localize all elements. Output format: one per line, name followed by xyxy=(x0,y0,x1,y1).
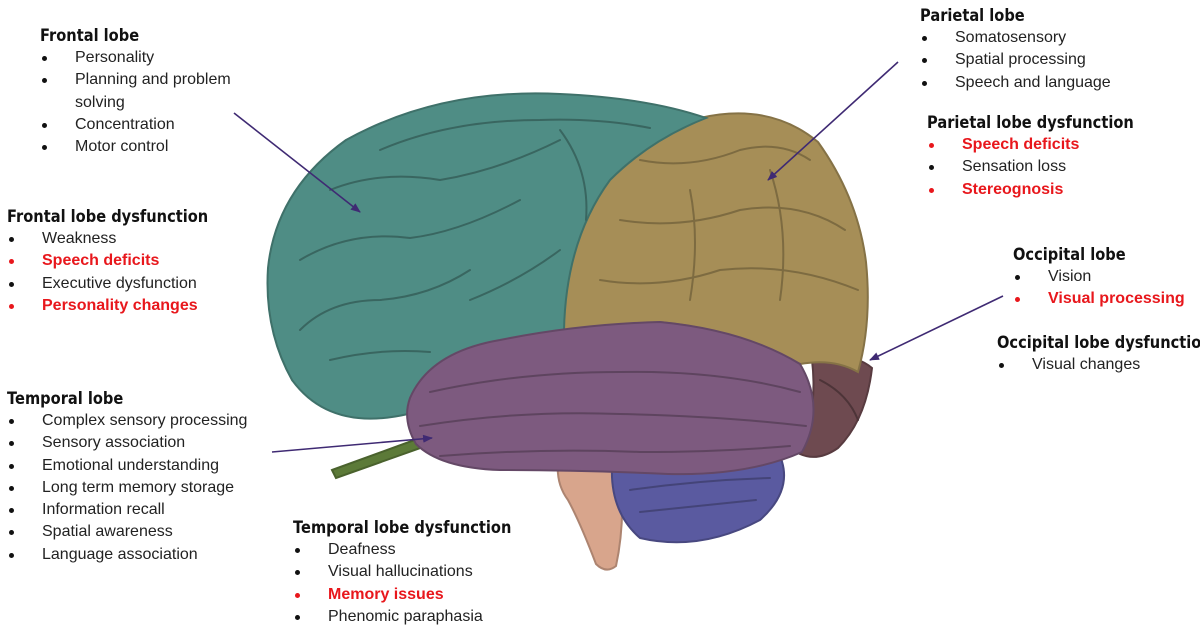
frontal-dysfunction-title: Frontal lobe dysfunction xyxy=(7,207,209,227)
list-item: Language association xyxy=(7,544,297,566)
parietal-lobe-title: Parietal lobe xyxy=(920,6,1025,26)
list-item: Somatosensory xyxy=(920,27,1160,49)
list-item: Sensory association xyxy=(7,432,297,454)
frontal-lobe-title: Frontal lobe xyxy=(40,26,140,46)
temporal-dysfunction-title: Temporal lobe dysfunction xyxy=(293,518,512,538)
temporal-dysfunction-block: Temporal lobe dysfunction Deafness Visua… xyxy=(293,517,553,628)
list-item: Visual processing xyxy=(1013,288,1198,310)
list-item: Vision xyxy=(1013,266,1198,288)
list-item: Stereognosis xyxy=(927,179,1167,201)
list-item: Information recall xyxy=(7,499,297,521)
list-item: Long term memory storage xyxy=(7,477,297,499)
parietal-lobe-arrow xyxy=(767,61,899,181)
temporal-lobe-title: Temporal lobe xyxy=(7,389,124,409)
frontal-lobe-block: Frontal lobe Personality Planning and pr… xyxy=(40,25,280,158)
list-item: Visual hallucinations xyxy=(293,561,553,583)
temporal-dysfunction-list: Deafness Visual hallucinations Memory is… xyxy=(293,539,553,628)
list-item: Weakness xyxy=(7,228,267,250)
parietal-dysfunction-block: Parietal lobe dysfunction Speech deficit… xyxy=(927,112,1167,201)
parietal-dysfunction-list: Speech deficits Sensation loss Stereogno… xyxy=(927,134,1167,201)
list-item: Planning and problem solving xyxy=(40,69,280,114)
list-item: Speech deficits xyxy=(7,250,267,272)
list-item: Speech deficits xyxy=(927,134,1167,156)
temporal-lobe-arrow xyxy=(271,434,433,453)
list-item: Concentration xyxy=(40,114,280,136)
occipital-lobe-title: Occipital lobe xyxy=(1013,245,1126,265)
frontal-dysfunction-block: Frontal lobe dysfunction Weakness Speech… xyxy=(7,206,267,317)
list-item: Emotional understanding xyxy=(7,455,297,477)
frontal-dysfunction-list: Weakness Speech deficits Executive dysfu… xyxy=(7,228,267,317)
list-item: Personality xyxy=(40,47,280,69)
brain-folds xyxy=(299,118,859,513)
list-item: Personality changes xyxy=(7,295,267,317)
temporal-lobe-list: Complex sensory processing Sensory assoc… xyxy=(7,410,297,566)
list-item: Motor control xyxy=(40,136,280,158)
occipital-lobe-arrow xyxy=(869,295,1004,361)
arrows xyxy=(233,61,1004,453)
frontal-lobe xyxy=(266,92,709,420)
list-item: Phenomic paraphasia xyxy=(293,606,553,628)
occipital-dysfunction-list: Visual changes xyxy=(997,354,1197,376)
list-item: Deafness xyxy=(293,539,553,561)
list-item: Sensation loss xyxy=(927,156,1167,178)
list-item: Visual changes xyxy=(997,354,1197,376)
occipital-dysfunction-title: Occipital lobe dysfunction xyxy=(997,333,1200,353)
occipital-lobe-list: Vision Visual processing xyxy=(1013,266,1198,311)
list-item: Spatial processing xyxy=(920,49,1160,71)
list-item: Executive dysfunction xyxy=(7,273,267,295)
temporal-lobe-block: Temporal lobe Complex sensory processing… xyxy=(7,388,297,566)
parietal-dysfunction-title: Parietal lobe dysfunction xyxy=(927,113,1134,133)
parietal-lobe-list: Somatosensory Spatial processing Speech … xyxy=(920,27,1160,94)
parietal-lobe-block: Parietal lobe Somatosensory Spatial proc… xyxy=(920,5,1160,94)
occipital-dysfunction-block: Occipital lobe dysfunction Visual change… xyxy=(997,332,1200,376)
list-item: Complex sensory processing xyxy=(7,410,297,432)
list-item: Memory issues xyxy=(293,584,553,606)
list-item: Speech and language xyxy=(920,72,1160,94)
temporal-lobe xyxy=(406,320,815,476)
occipital-lobe-block: Occipital lobe Vision Visual processing xyxy=(1013,244,1198,311)
frontal-lobe-list: Personality Planning and problem solving… xyxy=(40,47,280,158)
frontal-lobe-arrow xyxy=(233,112,361,213)
list-item: Spatial awareness xyxy=(7,521,297,543)
